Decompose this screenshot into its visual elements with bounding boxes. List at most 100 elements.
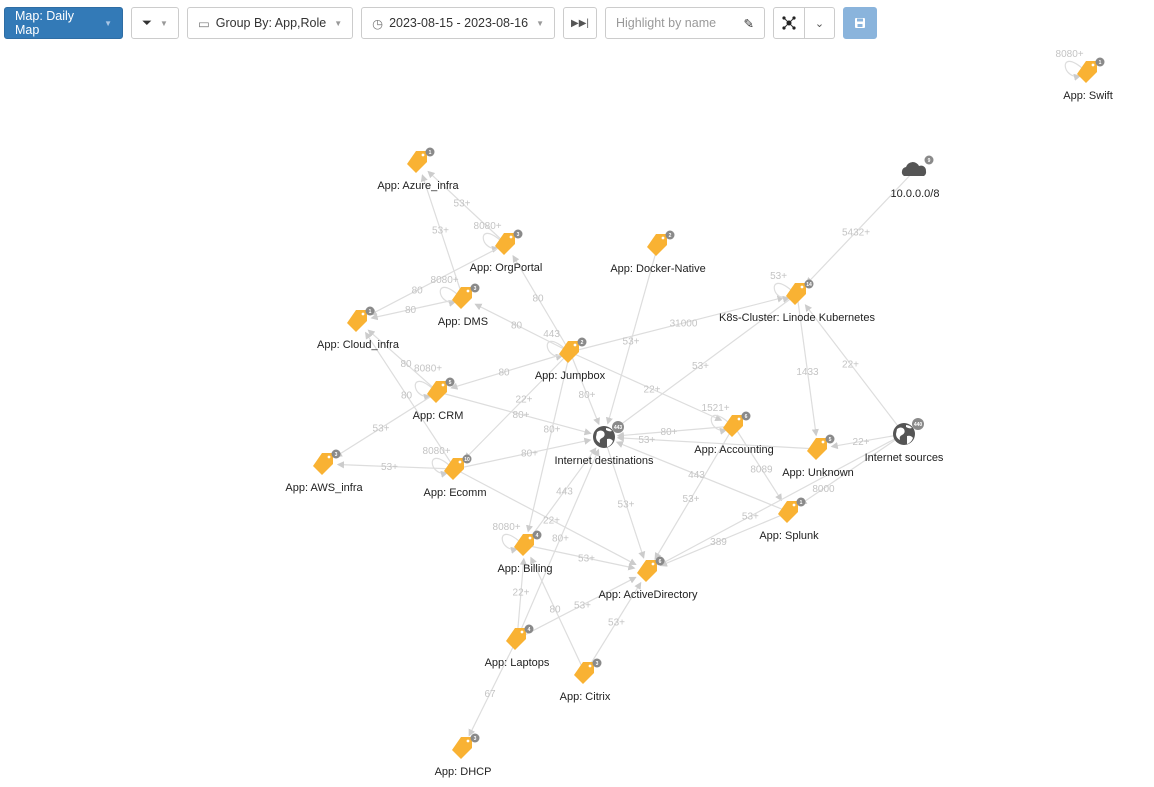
edge-laptops-ad[interactable] xyxy=(516,576,637,640)
edge-billing-idest[interactable] xyxy=(524,447,597,546)
edge-jumpbox-orgportal[interactable] xyxy=(512,255,571,353)
edge-ecomm-idest[interactable] xyxy=(454,437,592,470)
count-badge xyxy=(445,377,455,387)
edge-jumpbox-idest[interactable] xyxy=(569,351,600,426)
edge-laptops-dhcp[interactable] xyxy=(468,638,518,737)
node-label: App: OrgPortal xyxy=(470,262,543,274)
edge-docker-idest[interactable] xyxy=(605,244,659,425)
count-badge xyxy=(592,658,602,668)
node-label: App: Unknown xyxy=(782,467,854,479)
edge-jumpbox-crm[interactable] xyxy=(450,351,571,390)
skip-forward-button[interactable]: ▶▶| xyxy=(563,7,597,39)
edge-net10-k8s[interactable] xyxy=(805,169,916,285)
edge-crm-aws[interactable] xyxy=(334,391,439,458)
edge-k8s-unknown[interactable] xyxy=(796,293,819,437)
edge-dms-cloud[interactable] xyxy=(370,297,464,321)
edge-line xyxy=(468,638,518,737)
save-button[interactable] xyxy=(843,7,877,39)
edge-citrix-ad[interactable] xyxy=(584,581,642,674)
node-net10[interactable]: 910.0.0.0/8 xyxy=(891,155,940,201)
edge-orgportal-cloud[interactable] xyxy=(369,243,507,316)
edge-dms-azure[interactable] xyxy=(420,174,464,299)
edge-swift-swift[interactable] xyxy=(1064,60,1083,81)
edge-citrix-billing[interactable] xyxy=(530,556,586,674)
date-range-button[interactable]: ◷ 2023-08-15 - 2023-08-16▼ xyxy=(361,7,555,39)
edge-k8s-k8s[interactable] xyxy=(773,282,792,303)
edge-ecomm-ecomm[interactable] xyxy=(431,457,450,478)
edge-labels-layer: 8080+53+53+8080+8080+8080808044331000543… xyxy=(373,49,1084,700)
node-label: App: Jumpbox xyxy=(535,370,606,382)
edges-layer xyxy=(334,60,1083,737)
layout-dropdown-button[interactable]: ⌄ xyxy=(805,7,835,39)
edge-jumpbox-k8s[interactable] xyxy=(569,295,785,353)
edge-isrc-splunk[interactable] xyxy=(799,433,905,505)
edge-accounting-ad[interactable] xyxy=(654,425,735,560)
edge-jumpbox-dms[interactable] xyxy=(474,303,571,353)
edge-idest-ad[interactable] xyxy=(603,436,646,559)
count-badge xyxy=(425,147,435,157)
tag-icon xyxy=(723,415,743,437)
group-by-label: Group By: App,Role xyxy=(215,16,327,30)
highlight-input[interactable]: Highlight by name ✎ xyxy=(605,7,765,39)
edge-orgportal-azure[interactable] xyxy=(427,170,507,245)
edge-k8s-idest[interactable] xyxy=(614,293,798,430)
edge-accounting-idest[interactable] xyxy=(616,425,735,439)
edge-unknown-idest[interactable] xyxy=(616,434,819,450)
edge-billing-ad[interactable] xyxy=(524,544,636,571)
edge-ecomm-cloud[interactable] xyxy=(365,331,456,470)
edge-billing-billing[interactable] xyxy=(501,533,520,554)
edge-port-label: 67 xyxy=(484,689,496,700)
tag-hole xyxy=(361,312,365,316)
edge-isrc-unknown[interactable] xyxy=(830,433,905,450)
edge-crm-idest[interactable] xyxy=(437,391,592,436)
graph-layout-button[interactable] xyxy=(773,7,805,39)
edge-dms-dms[interactable] xyxy=(439,286,458,307)
edge-laptops-idest[interactable] xyxy=(516,448,600,640)
edge-ecomm-aws[interactable] xyxy=(336,461,456,470)
edge-jumpbox-billing[interactable] xyxy=(526,351,571,533)
edge-orgportal-orgportal[interactable] xyxy=(482,232,501,253)
edge-crm-crm[interactable] xyxy=(414,380,433,401)
edge-port-label: 22+ xyxy=(543,516,560,527)
group-by-button[interactable]: ▭ Group By: App,Role▼ xyxy=(186,7,354,39)
edge-crm-cloud[interactable] xyxy=(367,329,439,393)
edge-accounting-accounting[interactable] xyxy=(710,414,729,435)
count-badge xyxy=(1095,57,1105,67)
node-label: App: Billing xyxy=(497,563,552,575)
edge-isrc-k8s[interactable] xyxy=(804,304,905,435)
filter-button[interactable]: ⏷▼ xyxy=(131,7,179,39)
edge-isrc-ad[interactable] xyxy=(659,433,905,565)
edge-accounting-splunk[interactable] xyxy=(733,425,783,502)
edge-port-label: 80 xyxy=(400,359,412,370)
edge-port-label: 80+ xyxy=(521,449,538,460)
map-select-button[interactable]: Map: Daily Map▼ xyxy=(4,7,123,39)
edge-port-label: 53+ xyxy=(638,435,655,446)
edge-jumpbox-accounting[interactable] xyxy=(569,351,723,422)
edge-laptops-billing[interactable] xyxy=(516,557,527,640)
tag-hole xyxy=(441,383,445,387)
edge-splunk-ad[interactable] xyxy=(659,511,790,567)
edge-jumpbox-ecomm[interactable] xyxy=(463,351,571,460)
